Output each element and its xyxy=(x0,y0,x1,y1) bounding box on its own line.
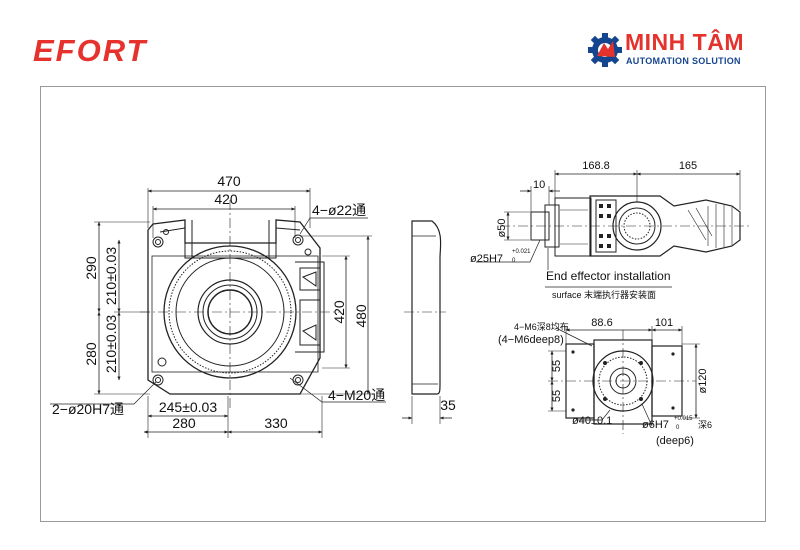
dim-165: 165 xyxy=(679,160,697,172)
hole-4x22-label: 4−ø22通 xyxy=(312,202,366,218)
wrist-top-labels: 168.8 165 10 ø50 ø25H7 +0.021 0 End effe… xyxy=(470,160,697,300)
dim-168-8: 168.8 xyxy=(582,160,610,172)
dia-120: ø120 xyxy=(697,368,709,393)
dim-480: 480 xyxy=(353,304,369,328)
dim-470: 470 xyxy=(217,173,241,189)
wrist-bottom-labels: 4−M6深8均布 (4−M6deep8) 88.6 101 55 55 ø120… xyxy=(498,317,712,447)
tol-25-lower: 0 xyxy=(512,258,516,264)
tol-6-upper: +0.015 xyxy=(674,416,693,422)
dim-420-right: 420 xyxy=(331,300,347,324)
fit-25: ø25H7 xyxy=(470,253,503,265)
thread-m6-cn: 4−M6深8均布 xyxy=(514,321,569,332)
dim-245: 245±0.03 xyxy=(159,399,218,415)
dia-50: ø50 xyxy=(496,219,508,238)
wrist-top-bolts xyxy=(599,204,611,248)
drawing-frame xyxy=(40,86,766,522)
dia-40: ø40±0.1 xyxy=(572,415,612,427)
dim-290: 290 xyxy=(83,256,99,280)
dim-101: 101 xyxy=(655,317,673,329)
thread-m6-en: (4−M6deep8) xyxy=(498,334,564,346)
effector-note-line1: End effector installation xyxy=(546,269,671,283)
tol-25-upper: +0.021 xyxy=(512,249,531,255)
side-view xyxy=(402,220,452,424)
front-view xyxy=(50,188,386,438)
gear-icon xyxy=(588,33,622,67)
pin-6: ø6H7 xyxy=(642,419,669,431)
wrist-top-view xyxy=(476,170,752,288)
wrist-bottom-bolts xyxy=(571,350,675,412)
wrist-bottom-view xyxy=(548,326,700,434)
front-view-labels: 470 420 4−ø22通 290 280 210±0.03 210±0.03… xyxy=(52,173,385,431)
dim-420-top: 420 xyxy=(214,191,238,207)
dim-210-top: 210±0.03 xyxy=(103,247,119,306)
minh-tam-title: MINH TÂM xyxy=(625,29,744,55)
dim-55-top: 55 xyxy=(551,360,563,372)
pin-2x20-label: 2−ø20H7通 xyxy=(52,401,124,417)
thread-4xM20-label: 4−M20通 xyxy=(328,387,385,403)
dim-280-left: 280 xyxy=(83,342,99,366)
pin-6-deep: (deep6) xyxy=(656,435,694,447)
tol-6-lower: 0 xyxy=(676,425,680,431)
dim-330: 330 xyxy=(264,415,288,431)
dim-210-bottom: 210±0.03 xyxy=(103,315,119,374)
pin-6-suffix: 深6 xyxy=(698,420,712,430)
efort-logo: EFORT xyxy=(33,33,148,68)
effector-note-line2: surface 末端执行器安装面 xyxy=(552,289,656,300)
dim-280-bottom: 280 xyxy=(172,415,196,431)
dim-88-6: 88.6 xyxy=(591,317,612,329)
dim-10: 10 xyxy=(533,179,545,191)
dim-55-bottom: 55 xyxy=(551,390,563,402)
minh-tam-subtitle: AUTOMATION SOLUTION xyxy=(626,56,741,66)
minh-tam-logo: MINH TÂM AUTOMATION SOLUTION xyxy=(588,28,770,72)
dim-35: 35 xyxy=(440,397,456,413)
